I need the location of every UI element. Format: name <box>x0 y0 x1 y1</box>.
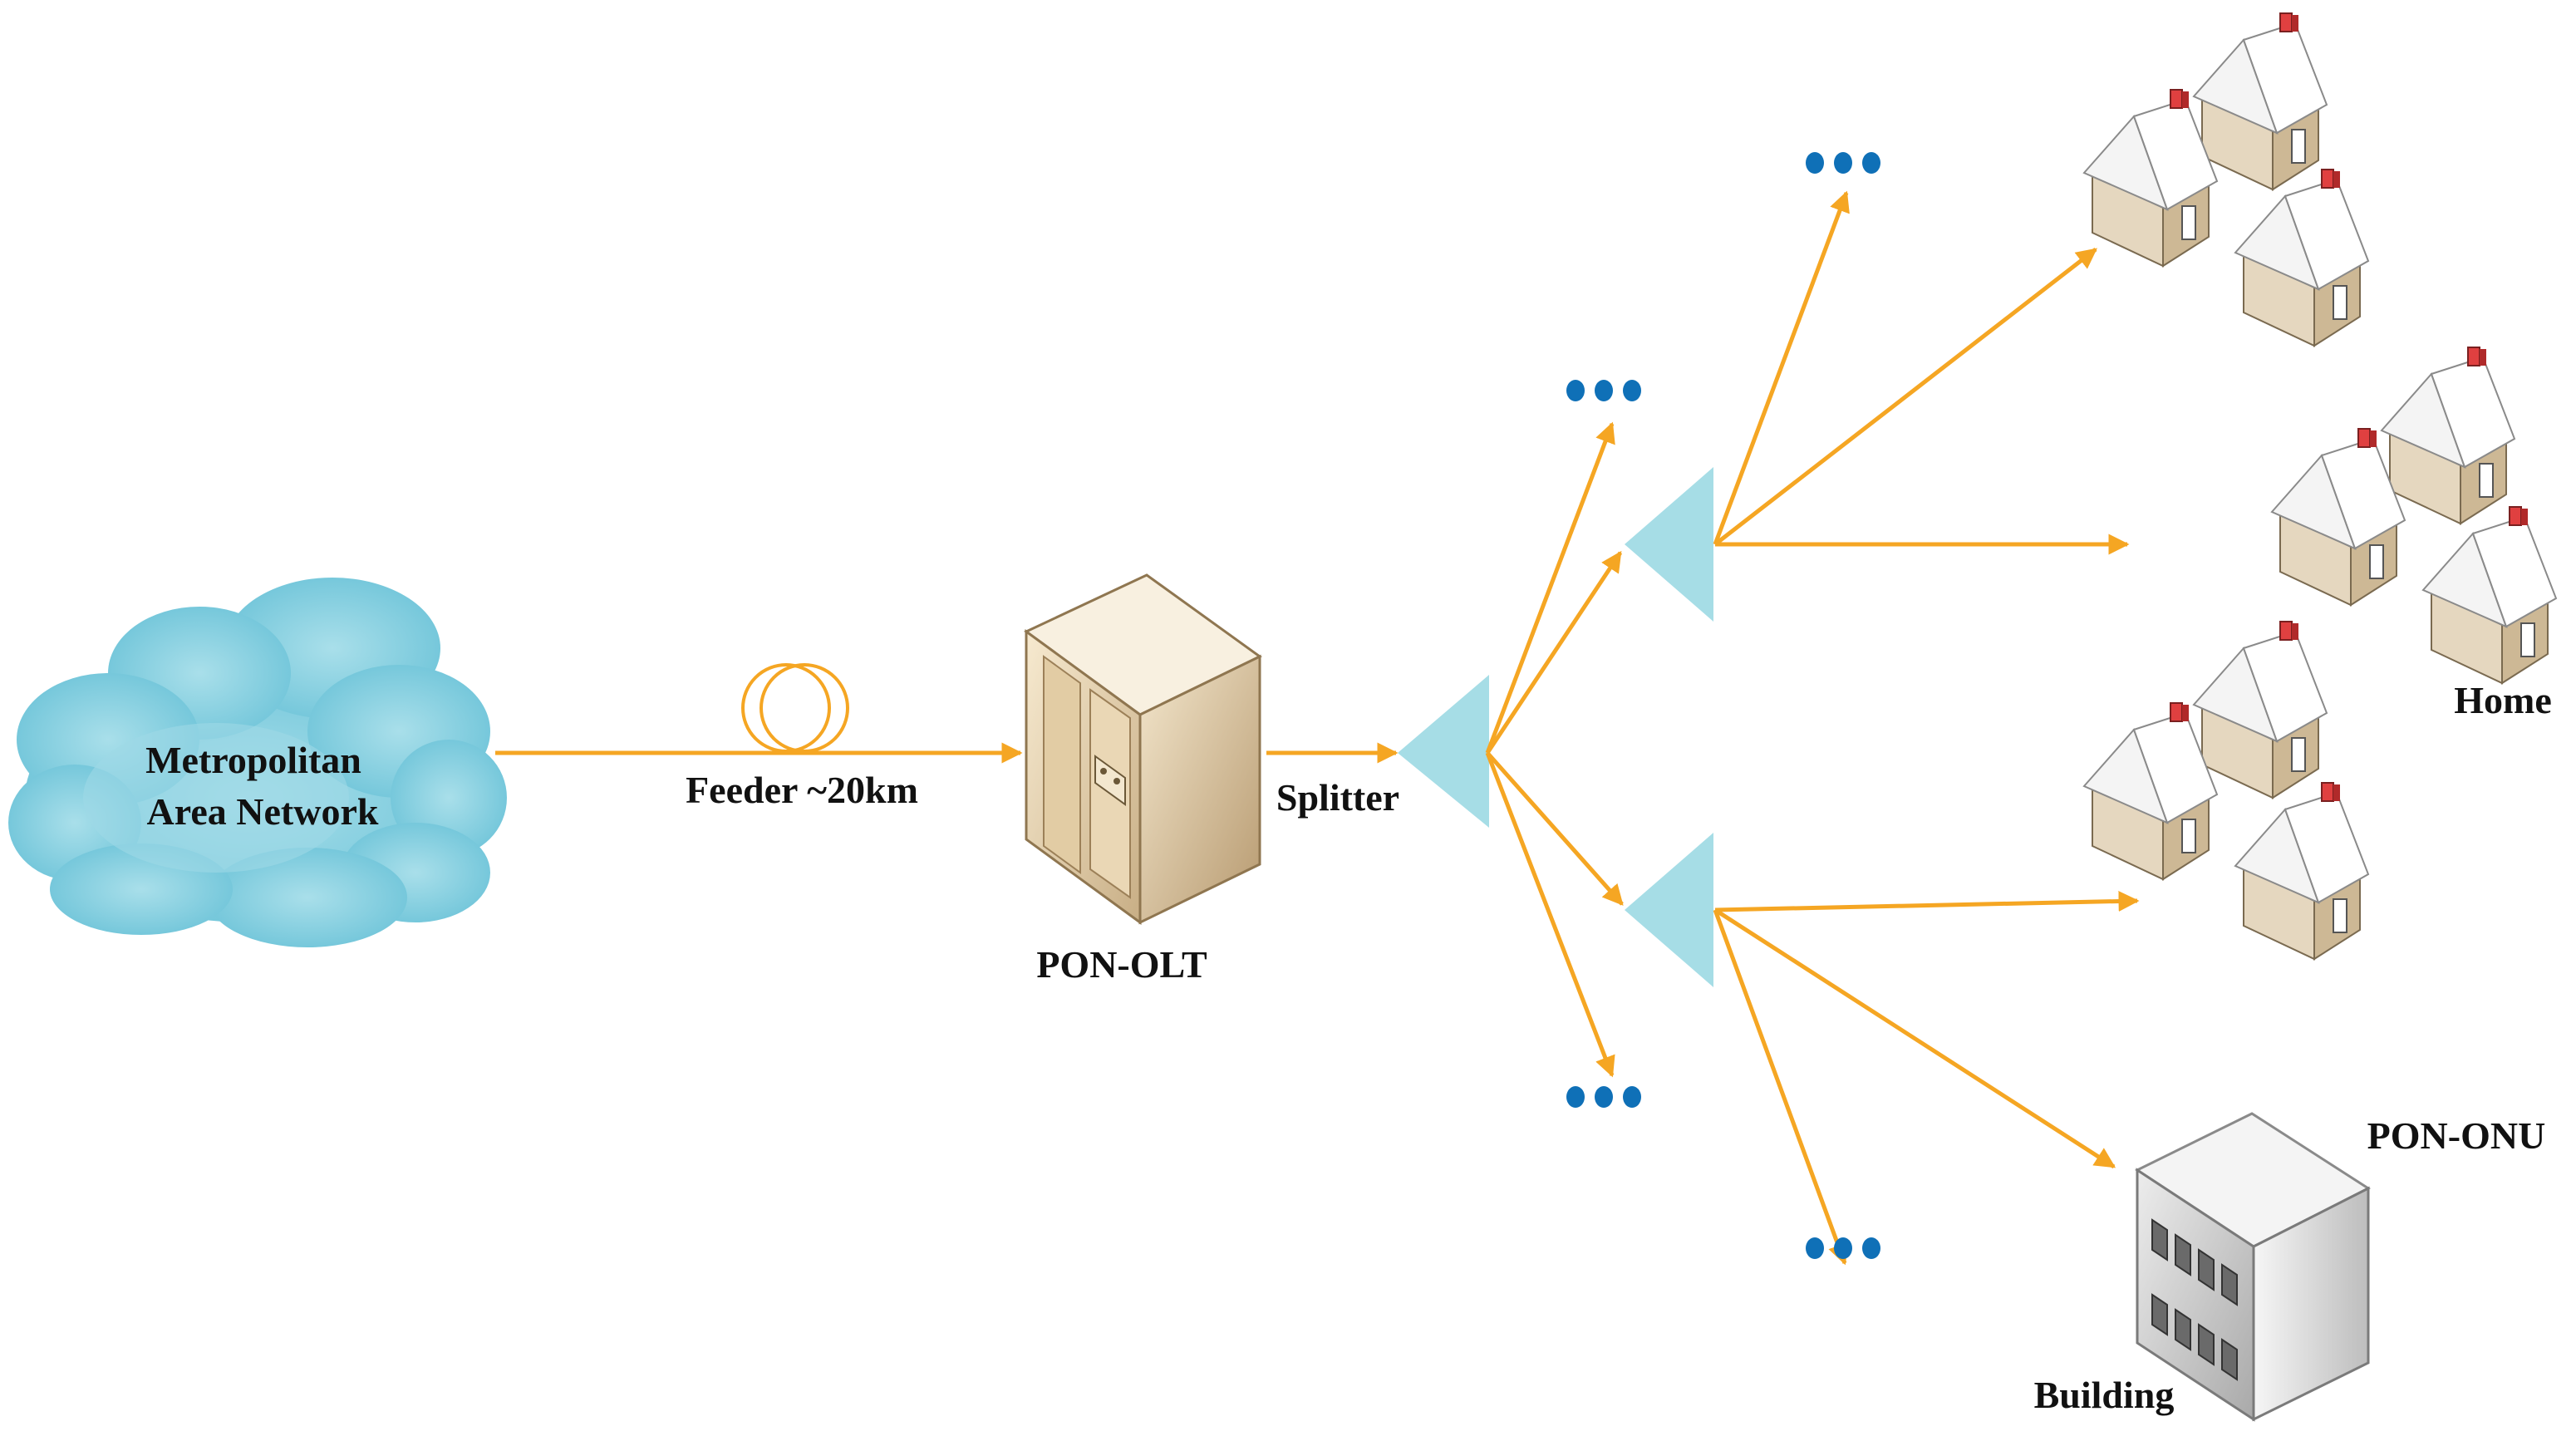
feeder-label: Feeder ~20km <box>686 769 918 811</box>
main-splitter-branches <box>1485 421 1624 1078</box>
upper-splitter-branches <box>1713 190 2130 555</box>
house-icon <box>2271 428 2406 606</box>
home-cluster-lower <box>2083 621 2369 960</box>
feeder-fiber: Feeder ~20km <box>495 663 1023 811</box>
server-icon <box>1024 573 1262 925</box>
cloud-label-line1: Metropolitan <box>145 739 361 781</box>
house-icon <box>2234 169 2369 347</box>
house-icon <box>2083 702 2218 880</box>
ellipsis-icon <box>1566 380 1641 401</box>
ellipsis-icon <box>1566 1086 1641 1108</box>
onu-label: PON-ONU <box>2367 1114 2546 1157</box>
fiber-coil-icon <box>741 663 849 753</box>
house-icon <box>2083 89 2218 267</box>
house-icon <box>2193 621 2328 799</box>
splitter-label: Splitter <box>1276 776 1399 819</box>
olt-label: PON-OLT <box>1036 943 1207 986</box>
home-cluster-top <box>2083 12 2369 347</box>
splitter-icon <box>1625 467 1713 622</box>
pon-olt: PON-OLT <box>1024 573 1262 986</box>
ellipsis-icon <box>1806 152 1880 174</box>
building-label: Building <box>2034 1374 2175 1416</box>
metropolitan-area-network-cloud: Metropolitan Area Network <box>8 578 507 947</box>
building-onu: PON-ONU Building <box>2034 1112 2546 1422</box>
splitter-icon <box>1398 675 1489 828</box>
house-icon <box>2193 12 2328 190</box>
home-cluster-middle <box>2271 347 2557 684</box>
house-icon <box>2381 347 2515 524</box>
house-icon <box>2234 782 2369 960</box>
cloud-icon <box>8 578 507 947</box>
splitter-icon <box>1625 833 1713 987</box>
cloud-label-line2: Area Network <box>147 790 379 833</box>
home-label: Home <box>2454 679 2552 721</box>
building-icon <box>2134 1112 2372 1422</box>
lower-splitter-branches <box>1713 890 2140 1266</box>
house-icon <box>2422 506 2557 684</box>
ellipsis-icon <box>1806 1237 1880 1259</box>
